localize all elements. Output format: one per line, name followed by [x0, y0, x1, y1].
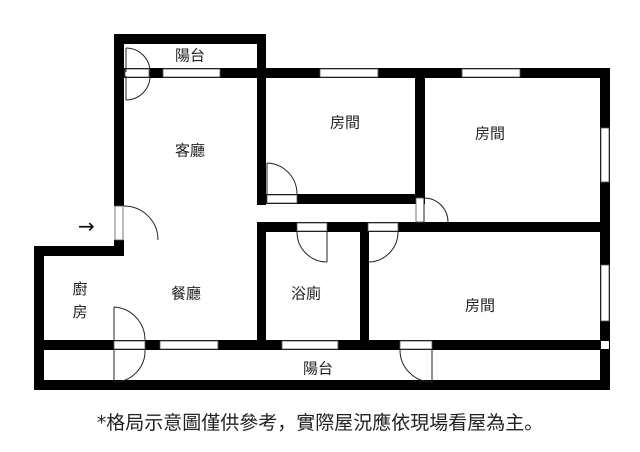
room-label-dining-room: 餐廳 [170, 284, 202, 303]
entrance-arrow-icon: → [78, 214, 95, 238]
room-label-bathroom: 浴廁 [290, 284, 322, 303]
room-label-balcony-bottom: 陽台 [302, 359, 334, 378]
room-label-bedroom-2: 房間 [474, 124, 506, 143]
room-label-living-room: 客廳 [174, 141, 206, 160]
door-swings [113, 47, 449, 383]
disclaimer-caption: *格局示意圖僅供參考，實際屋況應依現場看屋為主。 [96, 412, 544, 434]
windows-and-doorways [113, 68, 610, 350]
room-label-bedroom-3: 房間 [464, 296, 496, 315]
room-label-bedroom-1: 房間 [329, 113, 361, 132]
room-label-kitchen: 廚房 [70, 281, 89, 327]
room-label-balcony-top: 陽台 [174, 46, 206, 65]
